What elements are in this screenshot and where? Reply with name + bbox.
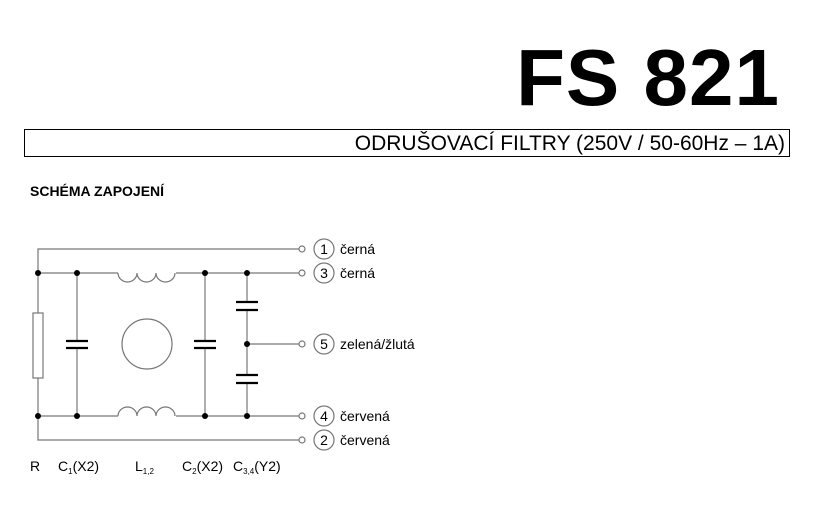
capacitors [66,300,258,385]
product-title: FS 821 [516,33,780,122]
junctions [35,270,250,419]
ferrite-core [121,318,173,370]
terminal-label: černá [340,241,375,257]
terminal-number: 5 [320,336,328,352]
label-c34: C3,4(Y2) [233,458,281,476]
subtitle-box: ODRUŠOVACÍ FILTRY (250V / 50-60Hz – 1A) [24,129,790,157]
product-subtitle: ODRUŠOVACÍ FILTRY (250V / 50-60Hz – 1A) [354,132,785,155]
terminal-number: 3 [320,265,328,281]
resistor [32,312,44,379]
terminal-number: 4 [320,408,328,424]
inductor-top [117,272,176,283]
terminal-label: zelená/žlutá [340,336,415,352]
terminal-number: 1 [320,241,328,257]
terminal-number: 2 [320,432,328,448]
terminal-label: červená [340,432,390,448]
wires [37,238,335,451]
label-inductor: L1,2 [135,458,154,476]
label-c1: C1(X2) [58,458,99,476]
terminal-label: černá [340,265,375,281]
terminal-label: červená [340,408,390,424]
label-resistor: R [30,458,40,474]
label-c2: C2(X2) [182,458,223,476]
inductor-bottom [117,406,176,417]
section-title: SCHÉMA ZAPOJENÍ [30,183,165,199]
